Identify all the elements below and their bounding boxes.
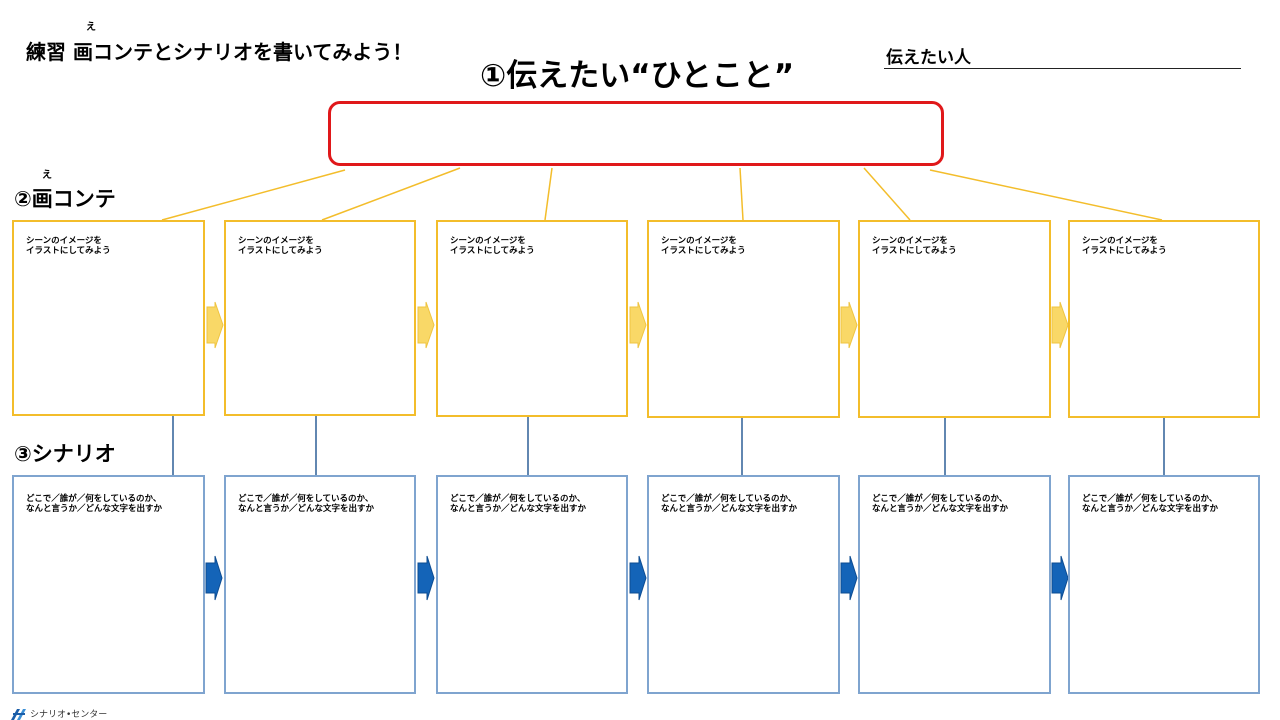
- scenario-panel-6[interactable]: どこで／誰が／何をしているのか、 なんと言うか／どんな文字を出すか: [1068, 475, 1260, 694]
- storyboard-panel-3[interactable]: シーンのイメージを イラストにしてみよう: [436, 220, 628, 417]
- scenario-section-label: ③シナリオ: [14, 442, 116, 466]
- storyboard-arrow-icon: [206, 301, 224, 349]
- scenario-hint: どこで／誰が／何をしているのか、 なんと言うか／どんな文字を出すか: [26, 494, 163, 514]
- scenario-hint: どこで／誰が／何をしているのか、 なんと言うか／どんな文字を出すか: [238, 494, 375, 514]
- scenario-hint: どこで／誰が／何をしているのか、 なんと言うか／どんな文字を出すか: [661, 494, 798, 514]
- storyboard-panel-4[interactable]: シーンのイメージを イラストにしてみよう: [647, 220, 840, 418]
- storyboard-hint: シーンのイメージを イラストにしてみよう: [26, 236, 111, 256]
- scenario-center-logo-icon: [11, 709, 26, 720]
- target-person-line: [884, 68, 1241, 69]
- storyboard-hint: シーンのイメージを イラストにしてみよう: [661, 236, 746, 256]
- storyboard-section-label: え ②画コンテ: [14, 170, 116, 213]
- connector-3: [544, 167, 553, 221]
- storyboard-hint: シーンのイメージを イラストにしてみよう: [450, 236, 535, 256]
- connector-5: [863, 167, 911, 221]
- storyboard-hint: シーンのイメージを イラストにしてみよう: [1082, 236, 1167, 256]
- scenario-arrow-icon: [205, 555, 223, 601]
- message-heading: ①伝えたい“ひとこと”: [480, 58, 795, 94]
- storyboard-hint: シーンのイメージを イラストにしてみよう: [238, 236, 323, 256]
- scenario-hint: どこで／誰が／何をしているのか、 なんと言うか／どんな文字を出すか: [872, 494, 1009, 514]
- storyboard-hint: シーンのイメージを イラストにしてみよう: [872, 236, 957, 256]
- scenario-hint: どこで／誰が／何をしているのか、 なんと言うか／どんな文字を出すか: [1082, 494, 1219, 514]
- footer-brand: シナリオ•センター: [11, 707, 107, 720]
- scenario-arrow-icon: [1051, 555, 1069, 601]
- storyboard-arrow-icon: [417, 301, 435, 349]
- storyboard-arrow-icon: [840, 301, 858, 349]
- target-person-label: 伝えたい人: [886, 48, 971, 68]
- scenario-panel-4[interactable]: どこで／誰が／何をしているのか、 なんと言うか／どんな文字を出すか: [647, 475, 840, 694]
- connector-6: [929, 169, 1163, 221]
- scenario-panel-3[interactable]: どこで／誰が／何をしているのか、 なんと言うか／どんな文字を出すか: [436, 475, 628, 694]
- storyboard-panel-5[interactable]: シーンのイメージを イラストにしてみよう: [858, 220, 1051, 418]
- message-input-box[interactable]: [328, 101, 944, 166]
- connector-2: [321, 167, 461, 221]
- storyboard-arrow-icon: [629, 301, 647, 349]
- footer-brand-text: シナリオ•センター: [30, 710, 108, 720]
- scenario-hint: どこで／誰が／何をしているのか、 なんと言うか／どんな文字を出すか: [450, 494, 587, 514]
- storyboard-ruby: え: [42, 170, 52, 181]
- storyboard-arrow-icon: [1051, 301, 1069, 349]
- connector-1: [161, 169, 346, 221]
- storyboard-panel-6[interactable]: シーンのイメージを イラストにしてみよう: [1068, 220, 1260, 418]
- page-title-text: 練習 画コンテとシナリオを書いてみよう！: [26, 40, 413, 64]
- scenario-panel-1[interactable]: どこで／誰が／何をしているのか、 なんと言うか／どんな文字を出すか: [12, 475, 205, 694]
- connector-4: [739, 167, 744, 221]
- scenario-panel-2[interactable]: どこで／誰が／何をしているのか、 なんと言うか／どんな文字を出すか: [224, 475, 416, 694]
- storyboard-panel-2[interactable]: シーンのイメージを イラストにしてみよう: [224, 220, 416, 416]
- scenario-arrow-icon: [629, 555, 647, 601]
- storyboard-panel-1[interactable]: シーンのイメージを イラストにしてみよう: [12, 220, 205, 416]
- scenario-arrow-icon: [840, 555, 858, 601]
- scenario-panel-5[interactable]: どこで／誰が／何をしているのか、 なんと言うか／どんな文字を出すか: [858, 475, 1051, 694]
- page-title: え 練習 画コンテとシナリオを書いてみよう！: [26, 22, 413, 65]
- title-ruby: え: [86, 22, 96, 33]
- scenario-arrow-icon: [417, 555, 435, 601]
